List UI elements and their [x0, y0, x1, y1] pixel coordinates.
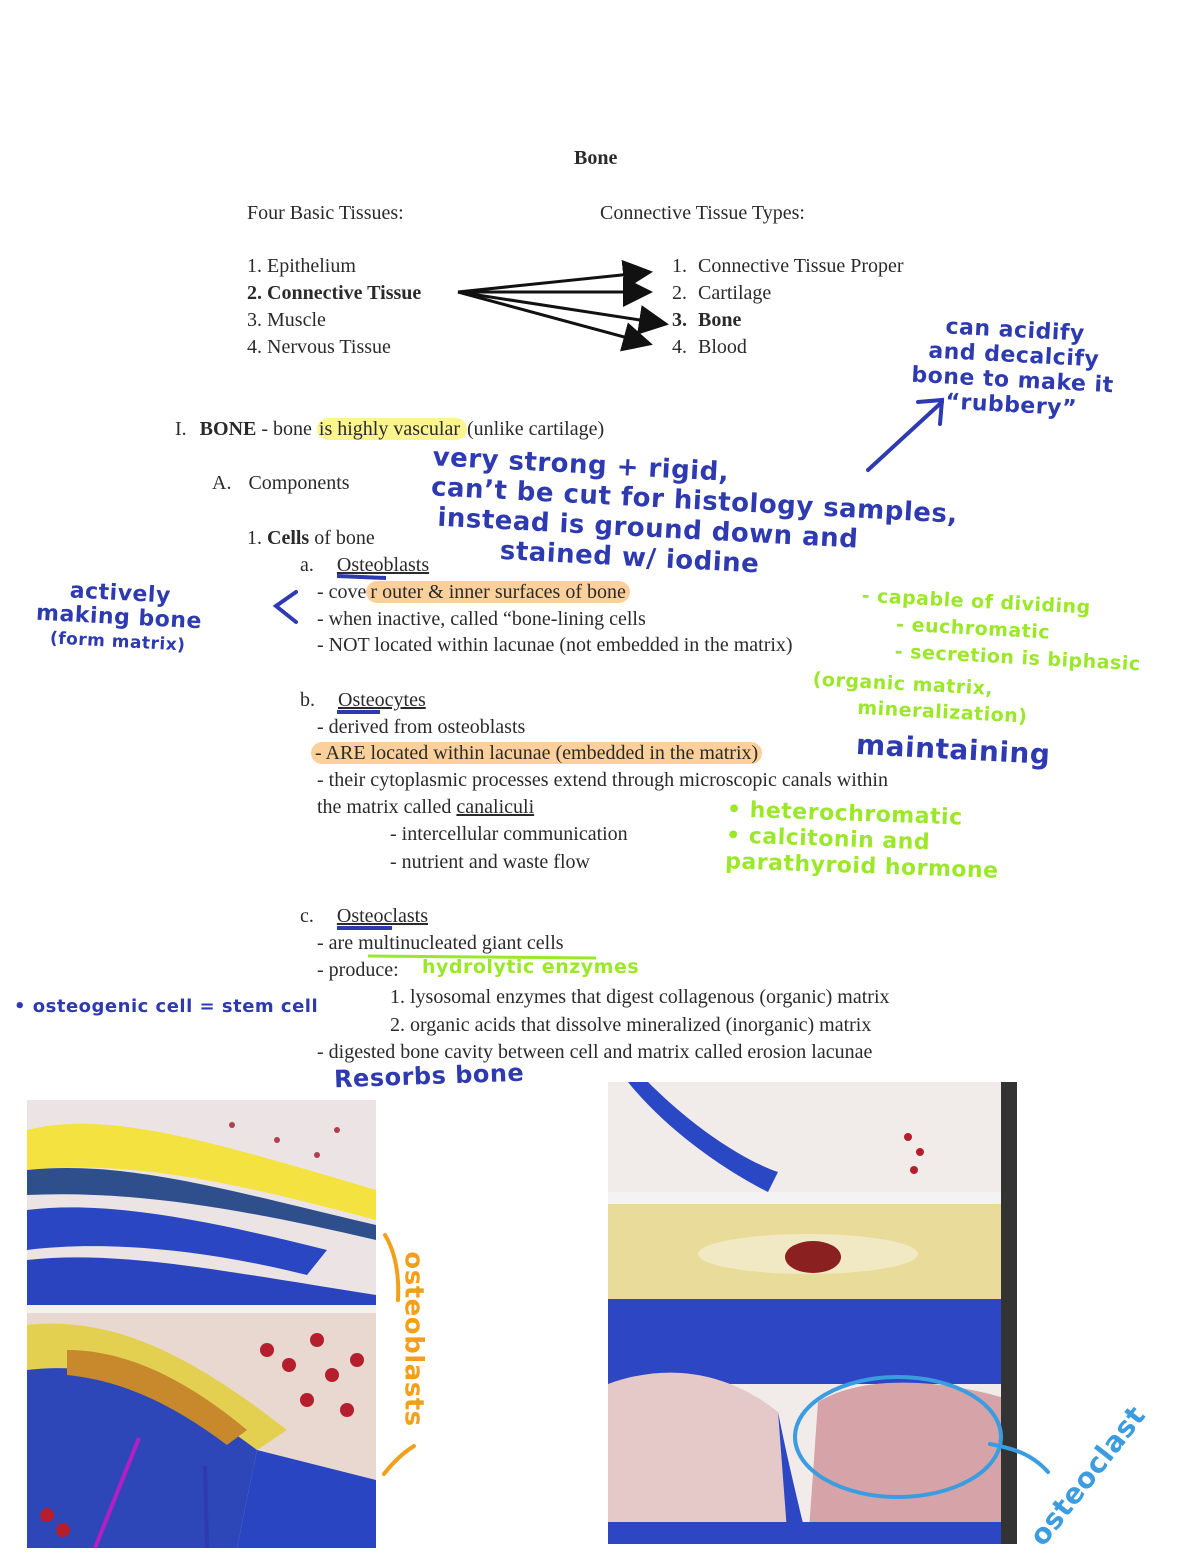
tissue-arrows	[457, 259, 669, 352]
osteocytes-sub-1: - intercellular communication	[390, 823, 628, 845]
note-osteogenic-cell: • osteogenic cell = stem cell	[14, 996, 319, 1017]
osteoclasts-heading: c. Osteoclasts	[300, 905, 428, 927]
list-item: 4. Nervous Tissue	[247, 336, 391, 358]
list-item: 4. Blood	[672, 336, 747, 358]
note-hydrolytic-enzymes: hydrolytic enzymes	[422, 956, 640, 978]
osteoblasts-heading: a. Osteoblasts	[300, 554, 430, 576]
osteoclasts-sub-1: 1. lysosomal enzymes that digest collage…	[390, 986, 890, 1008]
arrow-to-bone	[457, 290, 669, 335]
blue-pointer	[988, 1442, 1050, 1474]
osteoclasts-line-1: - are multinucleated giant cells	[317, 932, 564, 954]
osteocytes-heading: b. Osteocytes	[300, 689, 426, 711]
list-item: 3. Bone	[672, 309, 742, 331]
micrograph-osteoclast	[608, 1082, 1017, 1544]
list-item: 1. Epithelium	[247, 255, 356, 277]
osteoblasts-line-2: - when inactive, called “bone-lining cel…	[317, 608, 646, 630]
osteocytes-line-4: the matrix called canaliculi	[317, 796, 535, 818]
list-item: 1. Connective Tissue Proper	[672, 255, 904, 277]
list-item: 3. Muscle	[247, 309, 326, 331]
micrograph-osteoblasts	[27, 1100, 376, 1548]
navy-arrow	[866, 397, 945, 472]
arrow-to-blood	[457, 290, 653, 352]
osteoclasts-line-3: - digested bone cavity between cell and …	[317, 1041, 873, 1063]
page-title: Bone	[574, 147, 618, 169]
highlight-vascular: is highly vascular	[316, 418, 467, 440]
arrow-to-ct-proper	[457, 259, 653, 294]
osteoclasts-sub-2: 2. organic acids that dissolve mineraliz…	[390, 1014, 872, 1036]
micrograph-right-drawing	[608, 1082, 1017, 1544]
cells-heading: 1. Cells of bone	[247, 527, 375, 549]
underline-multinucleated	[367, 954, 597, 960]
navy-bracket	[272, 590, 298, 624]
osteocytes-sub-2: - nutrient and waste flow	[390, 851, 590, 873]
orange-bracket	[382, 1233, 416, 1476]
components-heading: A. Components	[212, 472, 350, 494]
underline-osteoblasts	[336, 574, 387, 580]
osteoblasts-line-3: - NOT located within lacunae (not embedd…	[317, 634, 793, 656]
section-bone-heading: I. BONE - bone is highly vascular (unlik…	[175, 418, 605, 440]
connective-tissue-types-header: Connective Tissue Types:	[600, 202, 805, 224]
osteocytes-line-1: - derived from osteoblasts	[317, 716, 526, 738]
osteocytes-line-3: - their cytoplasmic processes extend thr…	[317, 769, 888, 791]
osteocytes-line-2: - ARE located within lacunae (embedded i…	[311, 741, 763, 765]
osteoclasts-line-2: - produce:	[317, 959, 399, 981]
list-item: 2. Connective Tissue	[247, 282, 422, 304]
highlight-lacunae: - ARE located within lacunae (embedded i…	[311, 742, 763, 764]
micrograph-left-drawing	[27, 1100, 376, 1548]
list-item: 2. Cartilage	[672, 282, 772, 304]
highlight-surfaces: r outer & inner surfaces of bone	[366, 581, 630, 603]
four-basic-tissues-header: Four Basic Tissues:	[247, 202, 404, 224]
